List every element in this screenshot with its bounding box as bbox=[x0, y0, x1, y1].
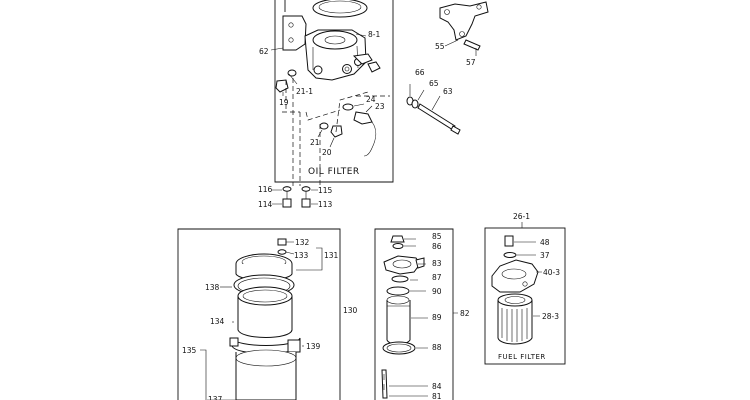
label-132: 132 bbox=[295, 238, 310, 247]
label-88: 88 bbox=[432, 343, 442, 352]
label-28-3: 28-3 bbox=[542, 312, 559, 321]
bracket-assembly bbox=[406, 1, 489, 135]
label-20: 20 bbox=[322, 148, 332, 157]
label-113: 113 bbox=[318, 200, 333, 209]
label-21: 21 bbox=[310, 138, 320, 147]
oil-filter-panel bbox=[270, 0, 394, 208]
label-84: 84 bbox=[432, 382, 442, 391]
label-19: 19 bbox=[279, 98, 289, 107]
label-37: 37 bbox=[540, 251, 550, 260]
label-82: 82 bbox=[460, 309, 470, 318]
label-138: 138 bbox=[205, 283, 220, 292]
label-62: 62 bbox=[259, 47, 269, 56]
label-130: 130 bbox=[343, 306, 358, 315]
label-21-1: 21-1 bbox=[296, 87, 313, 96]
label-23: 23 bbox=[375, 102, 385, 111]
label-24: 24 bbox=[366, 95, 376, 104]
label-8-1: 8-1 bbox=[368, 30, 380, 39]
label-48: 48 bbox=[540, 238, 550, 247]
label-131: 131 bbox=[324, 251, 339, 260]
label-89: 89 bbox=[432, 313, 442, 322]
label-133: 133 bbox=[294, 251, 309, 260]
label-66: 66 bbox=[415, 68, 425, 77]
label-63: 63 bbox=[443, 87, 453, 96]
fuel-filter-panel bbox=[484, 222, 566, 365]
label-65: 65 bbox=[429, 79, 439, 88]
oil-filter-caption: OIL FILTER bbox=[308, 167, 360, 177]
part-labels: 8-1 62 21-1 19 24 23 21 20 OIL FILTER 55… bbox=[182, 30, 560, 400]
label-55: 55 bbox=[435, 42, 445, 51]
label-114: 114 bbox=[258, 200, 273, 209]
label-85: 85 bbox=[432, 232, 442, 241]
label-134: 134 bbox=[210, 317, 225, 326]
label-115: 115 bbox=[318, 186, 333, 195]
label-137: 137 bbox=[208, 395, 223, 400]
label-87: 87 bbox=[432, 273, 442, 282]
label-57: 57 bbox=[466, 58, 476, 67]
label-116: 116 bbox=[258, 185, 273, 194]
label-135: 135 bbox=[182, 346, 197, 355]
label-83: 83 bbox=[432, 259, 442, 268]
fuel-strainer-panel bbox=[374, 228, 458, 400]
label-90: 90 bbox=[432, 287, 442, 296]
label-139: 139 bbox=[306, 342, 321, 351]
label-26-1: 26-1 bbox=[513, 212, 530, 221]
label-40-3: 40-3 bbox=[543, 268, 560, 277]
air-cleaner-panel bbox=[177, 228, 341, 400]
label-86: 86 bbox=[432, 242, 442, 251]
fuel-filter-caption: FUEL FILTER bbox=[498, 353, 546, 361]
label-81: 81 bbox=[432, 392, 442, 400]
